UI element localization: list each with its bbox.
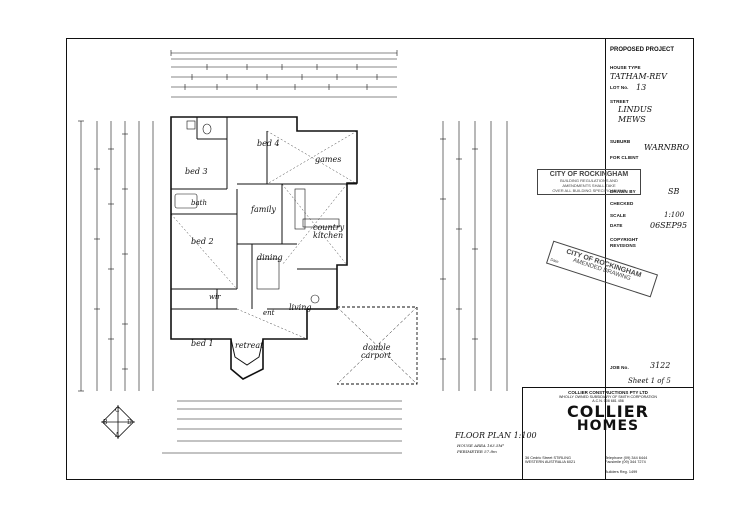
room-family: family xyxy=(251,205,276,214)
lot-label: LOT No. xyxy=(610,85,629,90)
suburb-label: SUBURB xyxy=(610,139,631,144)
company-address: 36 Cedric Street STIRLING WESTERN AUSTRA… xyxy=(525,456,575,464)
proposed-project-label: PROPOSED PROJECT xyxy=(610,47,675,53)
tel-value: (09) 344 6444 xyxy=(623,456,648,460)
floor-plan-title: FLOOR PLAN 1:100 xyxy=(455,431,537,440)
house-type-label: HOUSE TYPE xyxy=(610,65,641,70)
house-type-value: TATHAM-REV xyxy=(610,72,667,81)
company-contact: Telephone (09) 344 6444 Facsimile (09) 3… xyxy=(605,456,647,464)
building-stamp-title: CITY OF ROCKINGHAM xyxy=(549,171,629,178)
compass-c: C xyxy=(115,407,120,414)
address-line-1: 36 Cedric Street STIRLING xyxy=(525,456,572,460)
house-area: HOUSE AREA 163.5M² xyxy=(457,443,505,448)
drawn-value: SB xyxy=(668,187,680,196)
compass-b: B xyxy=(103,419,108,426)
compass-a: A xyxy=(115,432,120,439)
drawing-sheet: bed 4 games bed 3 bath family country ki… xyxy=(66,38,694,480)
building-stamp-line-3: OVER ALL BUILDING SPECIFICATIONS xyxy=(552,188,626,193)
room-bed-2: bed 2 xyxy=(191,237,214,246)
room-carport: carport xyxy=(361,351,392,360)
suburb-value: WARNBRO xyxy=(644,143,690,152)
building-regs-stamp: CITY OF ROCKINGHAM BUILDING REGULATIONS … xyxy=(537,169,641,195)
room-retreat: retreat xyxy=(235,341,264,350)
revisions-label: REVISIONS xyxy=(610,243,636,248)
room-country: country xyxy=(313,223,345,232)
scale-label: SCALE xyxy=(610,213,627,218)
building-stamp-line-2: AMENDMENTS SHALL TAKE xyxy=(562,183,616,188)
client-label: FOR CLIENT xyxy=(610,155,639,160)
company-name: COLLIER CONSTRUCTIONS PTY LTD xyxy=(568,390,648,395)
building-stamp-line-1: BUILDING REGULATIONS AND xyxy=(560,178,618,183)
street-line-1: LINDUS xyxy=(618,105,653,114)
room-ent: ent xyxy=(263,309,275,317)
room-kitchen: kitchen xyxy=(313,231,344,240)
room-bed-4: bed 4 xyxy=(257,139,280,148)
room-living: living xyxy=(289,303,312,312)
company-acn: A.C.N. 008 681 456 xyxy=(592,399,624,403)
compass-rose xyxy=(101,405,135,439)
room-bed-3: bed 3 xyxy=(185,167,208,176)
logo-collier: COLLIER xyxy=(567,402,649,421)
address-line-2: WESTERN AUSTRALIA 6021 xyxy=(525,460,576,464)
builders-reg: Builders Reg. 1499 xyxy=(605,470,638,474)
fax-label: Facsimile xyxy=(605,460,622,464)
company-subsidiary: WHOLLY OWNED SUBSIDIARY OF SMITH CORPORA… xyxy=(559,395,657,399)
room-bath: bath xyxy=(191,199,207,207)
room-wir: wir xyxy=(209,293,221,301)
perimeter: PERIMETER 57.8m xyxy=(457,449,497,454)
fax-value: (09) 344 7274 xyxy=(622,460,646,464)
street-line-2: MEWS xyxy=(618,115,646,124)
title-block: PROPOSED PROJECT HOUSE TYPE TATHAM-REV L… xyxy=(605,39,693,479)
street-label: STREET xyxy=(610,99,629,104)
copyright-label: COPYRIGHT xyxy=(610,237,639,242)
compass-d: D xyxy=(127,419,132,426)
room-bed-1: bed 1 xyxy=(191,339,214,348)
drawn-label: DRAWN BY xyxy=(610,189,636,194)
scale-value: 1:100 xyxy=(664,211,685,219)
checked-label: CHECKED xyxy=(610,201,634,206)
floor-plan-drawing xyxy=(78,50,508,454)
logo-homes: HOMES xyxy=(576,418,640,434)
date-label: DATE xyxy=(610,223,623,228)
date-value: 06SEP95 xyxy=(650,221,688,230)
job-value: 3122 xyxy=(650,361,671,370)
room-games: games xyxy=(315,155,342,164)
room-dining: dining xyxy=(257,253,283,262)
job-label: JOB No. xyxy=(610,365,629,370)
lot-value: 13 xyxy=(636,83,647,92)
company-block: COLLIER CONSTRUCTIONS PTY LTD WHOLLY OWN… xyxy=(522,387,693,480)
room-double: double xyxy=(363,343,391,352)
tel-label: Telephone xyxy=(605,456,623,460)
sheet-value: Sheet 1 of 5 xyxy=(628,377,671,385)
